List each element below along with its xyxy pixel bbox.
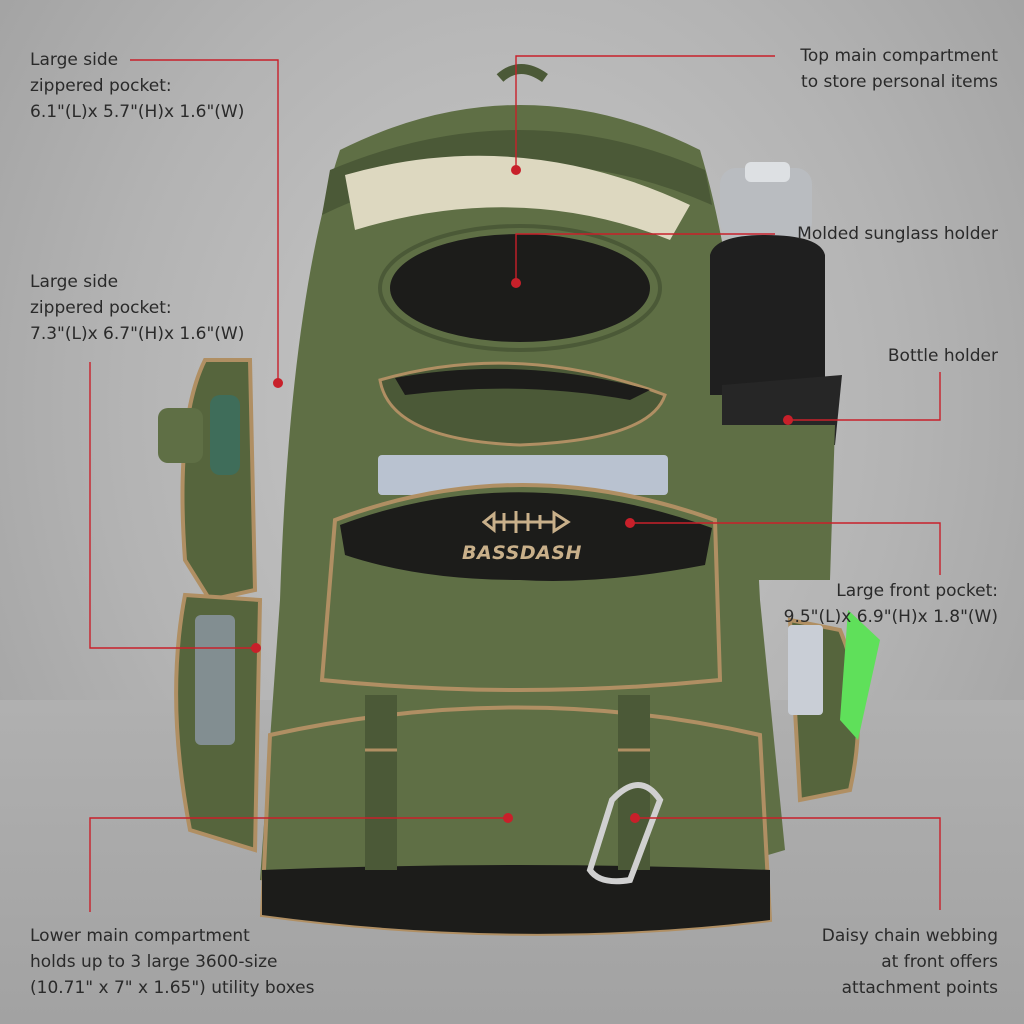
callout-line: zippered pocket:	[30, 76, 172, 96]
marker-top-main	[511, 165, 521, 175]
marker-side-pocket-upper	[273, 378, 283, 388]
callout-line: Bottle holder	[887, 346, 998, 366]
callout-side-pocket-upper: Large side zippered pocket: 6.1"(L)x 5.7…	[30, 47, 244, 125]
leader-front-pocket	[630, 522, 941, 575]
callout-side-pocket-lower: Large side zippered pocket: 7.3"(L)x 6.7…	[30, 269, 244, 347]
callout-line: Large front pocket:	[836, 581, 998, 601]
leader-side-pocket-lower	[89, 362, 256, 649]
callout-line: 7.3"(L)x 6.7"(H)x 1.6"(W)	[30, 324, 245, 344]
marker-bottle	[783, 415, 793, 425]
right-side-pocket	[787, 610, 880, 803]
marker-lower-main	[503, 813, 513, 823]
brand-logo	[481, 505, 572, 539]
callout-line: zippered pocket:	[30, 298, 172, 318]
marker-daisy-chain	[630, 813, 640, 823]
lower-compartment	[259, 695, 773, 936]
fish-skeleton-icon	[481, 510, 571, 534]
callout-line: Large side	[30, 272, 119, 292]
marker-sunglass	[511, 278, 521, 288]
callout-front-pocket: Large front pocket: 9.5"(L)x 6.9"(H)x 1.…	[784, 578, 998, 630]
callout-line: 6.1"(L)x 5.7"(H)x 1.6"(W)	[30, 102, 245, 122]
bottle	[710, 162, 842, 580]
callout-lower-main: Lower main compartment holds up to 3 lar…	[30, 923, 314, 1001]
callout-line: Daisy chain webbing	[821, 926, 998, 946]
callout-line: attachment points	[841, 978, 998, 998]
left-side-pockets	[158, 358, 263, 853]
callout-line: to store personal items	[801, 72, 998, 92]
front-pocket	[319, 483, 723, 692]
brand-name: BASSDASH	[462, 542, 582, 564]
callout-sunglass: Molded sunglass holder	[797, 221, 998, 247]
callout-line: Top main compartment	[800, 46, 998, 66]
callout-line: Molded sunglass holder	[797, 224, 998, 244]
callout-bottle: Bottle holder	[888, 343, 998, 369]
callout-line: Lower main compartment	[30, 926, 250, 946]
callout-line: (10.71" x 7" x 1.65") utility boxes	[30, 978, 315, 998]
tackle-tray	[378, 455, 668, 495]
leader-top-main	[515, 55, 775, 170]
leader-bottle	[788, 372, 941, 421]
sunglass-holder	[378, 224, 667, 447]
marker-side-pocket-lower	[251, 643, 261, 653]
marker-front-pocket	[625, 518, 635, 528]
leader-lower-main	[89, 817, 508, 912]
callout-line: at front offers	[881, 952, 998, 972]
leader-daisy-chain	[635, 817, 941, 910]
callout-line: Large side	[30, 50, 119, 70]
callout-daisy-chain: Daisy chain webbing at front offers atta…	[822, 923, 998, 1001]
callout-line: holds up to 3 large 3600-size	[30, 952, 278, 972]
leader-side-pocket-upper	[130, 59, 279, 383]
callout-line: 9.5"(L)x 6.9"(H)x 1.8"(W)	[783, 607, 998, 627]
callout-top-main: Top main compartment to store personal i…	[800, 43, 998, 95]
leader-sunglass	[515, 233, 775, 283]
